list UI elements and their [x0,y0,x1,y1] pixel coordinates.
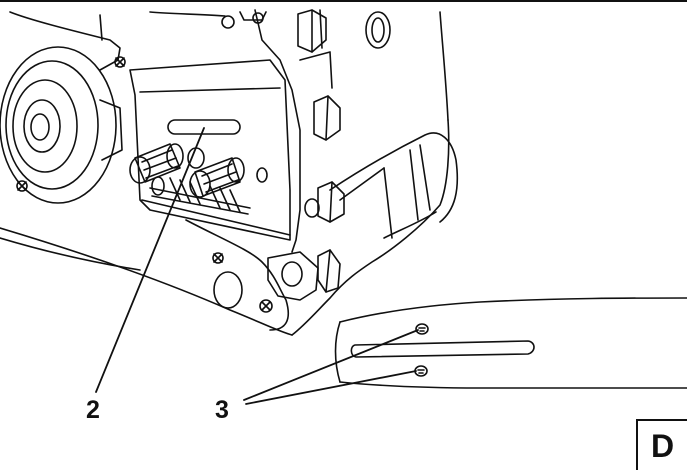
leader-line-3a [244,330,418,400]
leader-line-3b [246,371,416,404]
callout-2: 2 [86,398,100,423]
callout-3: 3 [215,398,229,423]
housing-tabs [298,10,390,292]
engine-housing [0,10,449,335]
side-cover [330,133,457,238]
panel-label-box: D [636,419,687,470]
bar-nut-right [188,148,244,197]
sprocket-drum [0,47,122,203]
guide-bar [336,298,687,388]
panel-letter: D [651,430,674,462]
